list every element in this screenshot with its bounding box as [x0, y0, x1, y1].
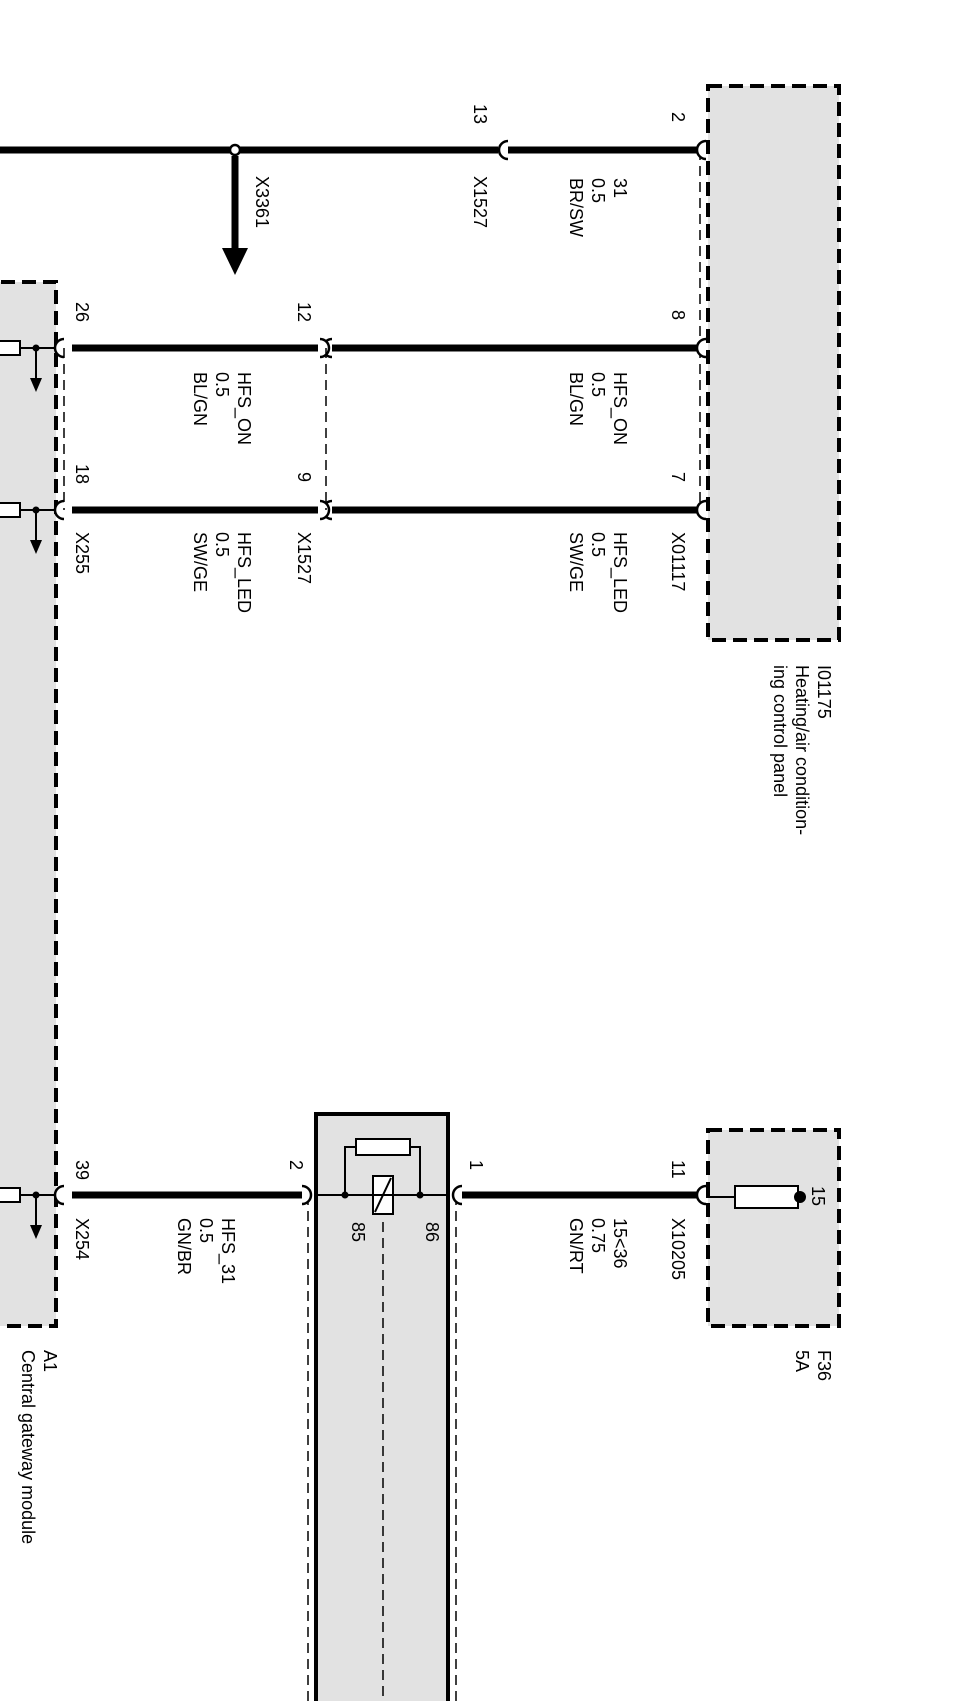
- pin-hfs-on-bottom: [53, 337, 65, 359]
- hfs-on-lower-gauge: 0.5: [212, 372, 232, 397]
- relay-diode: [355, 1138, 411, 1156]
- relay-internal-wiring-86: [410, 1146, 421, 1195]
- hfs-led-connector-top: X01117: [668, 532, 688, 591]
- hfs-led-connector-mid: X1527: [294, 532, 314, 584]
- hfs-led-lower-gauge: 0.5: [212, 532, 232, 557]
- control-panel-label: I01175 Heating/air condition- ing contro…: [770, 665, 834, 835]
- relay-terminal-85: 85: [348, 1222, 368, 1242]
- a1-pin-stub-26: [0, 340, 56, 392]
- pin-hfs-led-bottom: [53, 499, 65, 521]
- ground-pin-top: 2: [668, 112, 688, 122]
- hfs-on-lower-signal: HFS_ON: [233, 372, 254, 445]
- hfs-led-lower-signal: HFS_LED: [233, 532, 254, 613]
- ground-color: BR/SW: [566, 178, 586, 237]
- relay-output-pin-relay: 2: [286, 1160, 306, 1170]
- hfs-led-lower-color: SW/GE: [190, 532, 210, 592]
- ground-signal: 31: [610, 178, 630, 198]
- relay-output-label: HFS_31 0.5 GN/BR: [174, 1218, 238, 1284]
- relay-supply-color: GN/RT: [566, 1218, 586, 1274]
- relay-terminal-86: 86: [422, 1222, 442, 1242]
- pin-hfs-on-mid-left: [319, 337, 331, 359]
- module-a1-id: A1: [40, 1350, 60, 1372]
- control-panel-name-line2: ing control panel: [770, 665, 790, 797]
- ground-pin-mid: 13: [470, 104, 490, 124]
- hfs-led-upper-color: SW/GE: [566, 532, 586, 592]
- a1-pin-stub-39: [0, 1187, 56, 1239]
- relay-supply-label: 15<36 0.75 GN/RT: [566, 1218, 630, 1274]
- hfs-led-upper-label: HFS_LED 0.5 SW/GE: [566, 532, 630, 613]
- hfs-on-pin-top: 8: [668, 310, 688, 320]
- hfs-on-lower-color: BL/GN: [190, 372, 210, 426]
- hfs-led-pin-top: 7: [668, 472, 688, 482]
- hfs-led-pin-bottom: 18: [72, 464, 92, 484]
- pin-hfs-led-top: [695, 499, 707, 521]
- hfs-led-upper-signal: HFS_LED: [609, 532, 630, 613]
- hfs-on-pin-bottom: 26: [72, 302, 92, 322]
- control-panel-box: [706, 84, 841, 642]
- pin-relay-2: [301, 1184, 313, 1206]
- relay-supply-signal: 15<36: [610, 1218, 630, 1269]
- relay-supply-pin-top: 11: [668, 1160, 688, 1179]
- hfs-led-pin-mid: 9: [294, 472, 314, 482]
- pin-hfs-on-top: [695, 337, 707, 359]
- relay-internal-wiring-85: [344, 1146, 356, 1195]
- relay-supply-connector: X10205: [668, 1218, 688, 1280]
- fuse-id: F36: [814, 1350, 834, 1381]
- module-a1-box: [0, 280, 58, 1328]
- hfs-led-connector-bottom: X255: [72, 532, 92, 574]
- pin-relay-output-bottom: [53, 1184, 65, 1206]
- relay-supply-gauge: 0.75: [588, 1218, 608, 1253]
- hfs-led-upper-gauge: 0.5: [588, 532, 608, 557]
- ground-branch-connector: X3361: [252, 176, 272, 228]
- hfs-on-upper-signal: HFS_ON: [609, 372, 630, 445]
- hfs-on-lower-label: HFS_ON 0.5 BL/GN: [190, 372, 254, 445]
- ground-connector-mid: X1527: [470, 176, 490, 228]
- ground-gauge: 0.5: [588, 178, 608, 203]
- splice-ground: [228, 143, 242, 157]
- ground-wire-label: 31 0.5 BR/SW: [566, 178, 630, 237]
- arrow-ground-branch: [222, 248, 248, 275]
- module-a1-name: Central gateway module: [18, 1350, 38, 1544]
- fuse-box: [706, 1128, 841, 1328]
- hfs-on-upper-gauge: 0.5: [588, 372, 608, 397]
- relay-output-connector: X254: [72, 1218, 92, 1260]
- fuse-rating: 5A: [792, 1350, 812, 1372]
- pin-ground-mid: [497, 139, 509, 161]
- pin-ground-top: [695, 139, 707, 161]
- fuse-terminal-dot: [794, 1191, 806, 1203]
- fuse-body: [734, 1185, 799, 1209]
- relay-supply-pin-relay: 1: [466, 1160, 486, 1170]
- control-panel-name-line1: Heating/air condition-: [792, 665, 812, 835]
- hfs-on-pin-mid: 12: [294, 302, 314, 322]
- pin-relay-supply-top: [695, 1184, 707, 1206]
- fuse-terminal-label: 15: [808, 1186, 828, 1206]
- relay-output-pin-bottom: 39: [72, 1160, 92, 1180]
- relay-output-signal: HFS_31: [217, 1218, 238, 1284]
- relay-output-color: GN/BR: [174, 1218, 194, 1275]
- relay-output-gauge: 0.5: [196, 1218, 216, 1243]
- hfs-on-upper-color: BL/GN: [566, 372, 586, 426]
- control-panel-id: I01175: [814, 665, 834, 719]
- module-a1-label: A1 Central gateway module: [18, 1350, 60, 1544]
- pin-relay-1: [451, 1184, 463, 1206]
- a1-pin-stub-18: [0, 502, 56, 554]
- hfs-led-lower-label: HFS_LED 0.5 SW/GE: [190, 532, 254, 613]
- pin-hfs-led-mid-left: [319, 499, 331, 521]
- fuse-label: F36 5A: [792, 1350, 834, 1381]
- hfs-on-upper-label: HFS_ON 0.5 BL/GN: [566, 372, 630, 445]
